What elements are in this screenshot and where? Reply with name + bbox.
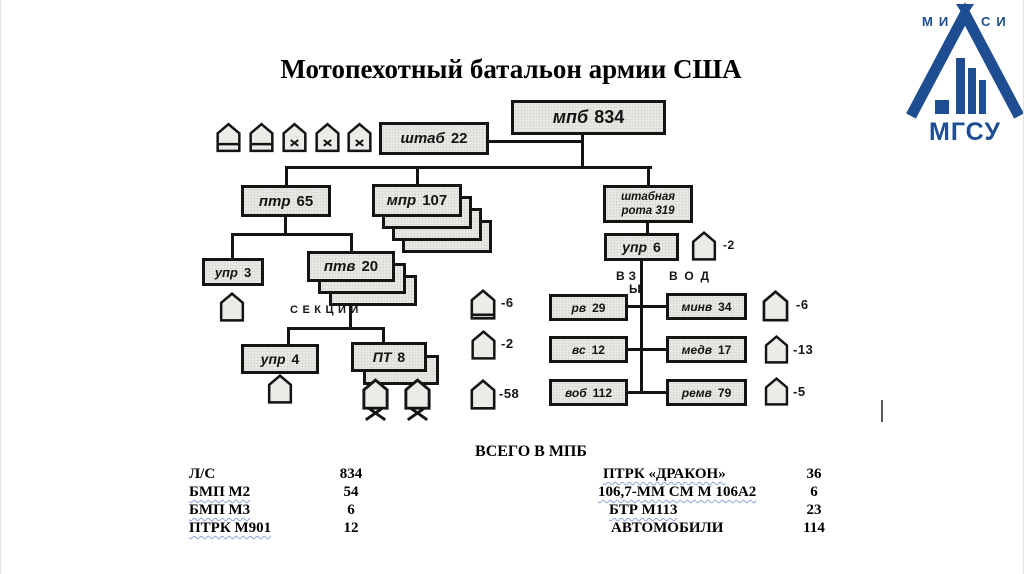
summary-right-value-1: 6 [810,484,818,500]
logo-building-bar-2 [968,68,976,114]
summary-right-label-2: БТР М113 [609,502,678,518]
summary-left-value-0: 834 [339,466,363,482]
hq-pentagon-band-icon [249,122,274,153]
connector-line [382,327,385,344]
logo-building-low [935,100,949,114]
summary-right-value-3: 114 [803,520,825,536]
connector-line [416,166,419,186]
connector-line [287,327,385,330]
connector-line [628,391,642,394]
sekcii-label: СЕКЦИИ [290,304,363,316]
summary-left-label-3: ПТРК М901 [189,520,272,536]
unit-pentagon-icon [219,292,245,322]
connector-line [640,259,643,394]
summary-right-value-0: 36 [806,466,822,482]
summary-title: ВСЕГО В МПБ [475,443,587,460]
slide-title: Мотопехотный батальон армии США [280,54,742,84]
vzvody-label-right: ВОД [669,269,717,283]
summary-left-value-2: 6 [347,502,355,518]
connector-line [284,215,287,236]
vzvody-label-top: ВЗ [616,269,641,283]
connector-line [287,327,290,346]
count-label: -58 [499,386,520,401]
summary-right-label-0: ПТРК «ДРАКОН» [603,466,726,482]
connector-line [489,140,584,143]
connector-line [581,133,584,168]
connector-line [231,233,234,260]
shtabnaya-line1: штабная [620,190,676,203]
summary-right-label-1: 106,7-ММ СМ М 106А2 [598,484,757,500]
shtabnaya-line2: рота 319 [621,205,675,217]
mgsu-logo: МИ СИ МГСУ [906,2,1023,144]
count-pentagon-icon [764,377,789,406]
mgsu-text: МГСУ [929,118,1001,144]
summary-left-label-0: Л/С [189,466,216,482]
summary-right-value-2: 23 [806,502,822,518]
connector-line [628,348,642,351]
summary-left-label-2: БМП М3 [189,502,251,518]
count-pentagon-icon [471,330,496,360]
connector-line [647,166,650,187]
connector-line [643,348,667,351]
count-label: -5 [793,384,806,399]
hq-pentagon-x-icon [315,122,340,153]
count-pentagon-icon [470,379,496,410]
text-cursor-mark [881,400,883,422]
summary-left-value-3: 12 [343,520,359,536]
unit-pentagon-icon [267,374,293,404]
connector-line [350,233,353,253]
hq-pentagon-x-icon [347,122,372,153]
misi-text-right: СИ [981,14,1012,29]
atgm-tripod-pentagon-icon [404,378,431,422]
unit-box-shtabnaya-rota: штабная рота 319 [603,185,693,223]
count-pentagon-icon [762,290,789,322]
misi-text-left: МИ [922,14,954,29]
count-label: -2 [501,336,514,351]
logo-building-bar-3 [979,80,986,114]
connector-line [285,166,288,187]
count-label: -6 [796,297,809,312]
atgm-tripod-pentagon-icon [362,378,389,422]
hq-pentagon-band-icon [216,122,241,153]
connector-line [643,391,667,394]
connector-line [628,305,642,308]
connector-line [231,233,353,236]
logo-building-bar-1 [956,58,965,114]
connector-line [285,166,652,169]
summary-right-label-3: АВТОМОБИЛИ [611,520,724,536]
logo-a-frame-icon [906,2,1023,119]
hq-pentagon-x-icon [282,122,307,153]
unit-pentagon-icon [691,231,717,261]
count-label: -6 [501,295,514,310]
vzvody-label-bottom: Ы [629,282,645,296]
summary-left-value-1: 54 [343,484,359,500]
connector-line [643,305,667,308]
count-pentagon-icon [764,335,789,364]
count-label: -13 [793,342,814,357]
summary-left-label-1: БМП М2 [189,484,251,500]
connector-line [646,215,649,235]
count-pentagon-icon [470,289,496,320]
count-label: -2 [723,238,735,252]
